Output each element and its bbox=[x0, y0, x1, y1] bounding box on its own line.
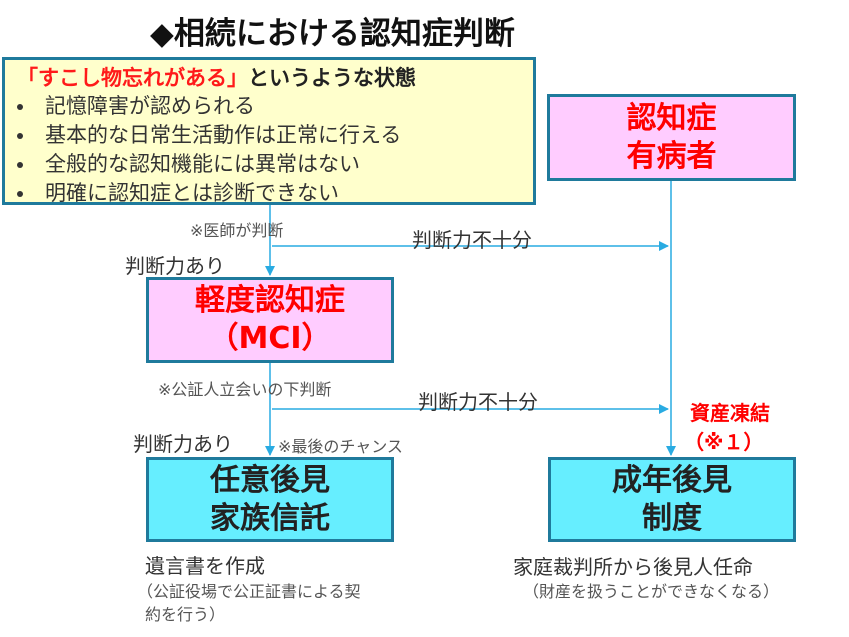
adult-guardianship-box: 成年後見 制度 bbox=[548, 457, 796, 542]
notary-judges-label: ※公証人立会いの下判断 bbox=[158, 380, 332, 399]
page-title: ◆相続における認知症判断 bbox=[150, 16, 515, 52]
will-title: 遺言書を作成 bbox=[145, 554, 265, 578]
last-chance-label: ※最後のチャンス bbox=[278, 437, 403, 456]
list-item: 記憶障害が認められる bbox=[5, 92, 401, 121]
asset-freeze-label: 資産凍結 bbox=[690, 401, 770, 425]
capable-label-1: 判断力あり bbox=[125, 254, 225, 278]
insufficient-label-2: 判断力不十分 bbox=[418, 390, 538, 414]
note-heading-rest: というような状態 bbox=[248, 66, 416, 90]
voluntary-guardianship-box: 任意後見 家族信託 bbox=[146, 457, 394, 542]
list-item: 基本的な日常生活動作は正常に行える bbox=[5, 121, 401, 150]
capable-label-2: 判断力あり bbox=[133, 432, 233, 456]
doctor-judges-label: ※医師が判断 bbox=[190, 221, 284, 240]
note-list: 記憶障害が認められる 基本的な日常生活動作は正常に行える 全般的な認知機能には異… bbox=[5, 92, 401, 208]
court-title: 家庭裁判所から後見人任命 bbox=[513, 555, 753, 579]
note-heading-quote: 「すこし物忘れがある」 bbox=[17, 66, 248, 90]
bullet-icon bbox=[17, 191, 23, 197]
list-item: 全般的な認知機能には異常はない bbox=[5, 150, 401, 179]
note-heading: 「すこし物忘れがある」というような状態 bbox=[17, 62, 416, 92]
bullet-icon bbox=[17, 133, 23, 139]
will-note-line1: （公証役場で公正証書による契 bbox=[137, 582, 361, 601]
insufficient-label-1: 判断力不十分 bbox=[412, 228, 532, 252]
bullet-icon bbox=[17, 162, 23, 168]
list-item: 明確に認知症とは診断できない bbox=[5, 179, 401, 208]
mci-box: 軽度認知症 （MCI） bbox=[146, 277, 394, 363]
asset-freeze-note: （※１） bbox=[684, 430, 764, 454]
dementia-patient-box: 認知症 有病者 bbox=[547, 94, 796, 181]
bullet-icon bbox=[17, 104, 23, 110]
court-note: （財産を扱うことができなくなる） bbox=[523, 582, 780, 601]
mci-description-box: 「すこし物忘れがある」というような状態 記憶障害が認められる 基本的な日常生活動… bbox=[2, 57, 536, 205]
will-note-line2: 約を行う） bbox=[145, 605, 226, 624]
